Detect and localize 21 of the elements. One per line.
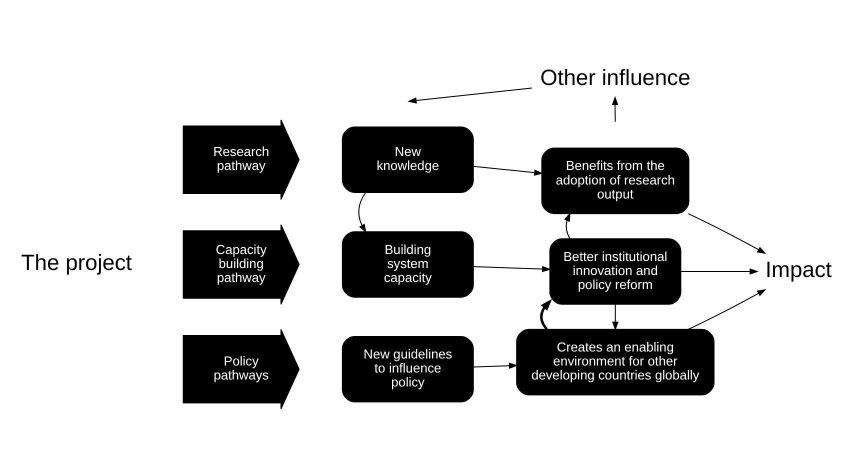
arrow	[564, 212, 571, 238]
arrow	[681, 268, 759, 274]
arrow	[540, 298, 552, 330]
arrow	[612, 95, 618, 122]
arrow	[474, 362, 518, 368]
arrow	[358, 192, 366, 233]
node-box: Building system capacity	[342, 230, 474, 298]
node-box: New knowledge	[342, 126, 474, 192]
node-text: Other influence	[540, 64, 690, 90]
node-text: The project	[21, 250, 132, 275]
arrow	[408, 87, 532, 104]
arrow	[474, 165, 544, 176]
arrow	[688, 212, 766, 254]
arrow	[612, 304, 618, 330]
node-box: Better institutional innovation and policy reform	[549, 238, 682, 304]
arrow	[474, 265, 552, 272]
node-box: Creates an enabling environment for other developing countries globally	[516, 328, 715, 395]
node-box: New guidelines to influence policy	[342, 335, 474, 402]
node-text: Impact	[765, 256, 832, 282]
node-box: Benefits from the adoption of research output	[541, 147, 690, 214]
arrow	[688, 288, 766, 330]
